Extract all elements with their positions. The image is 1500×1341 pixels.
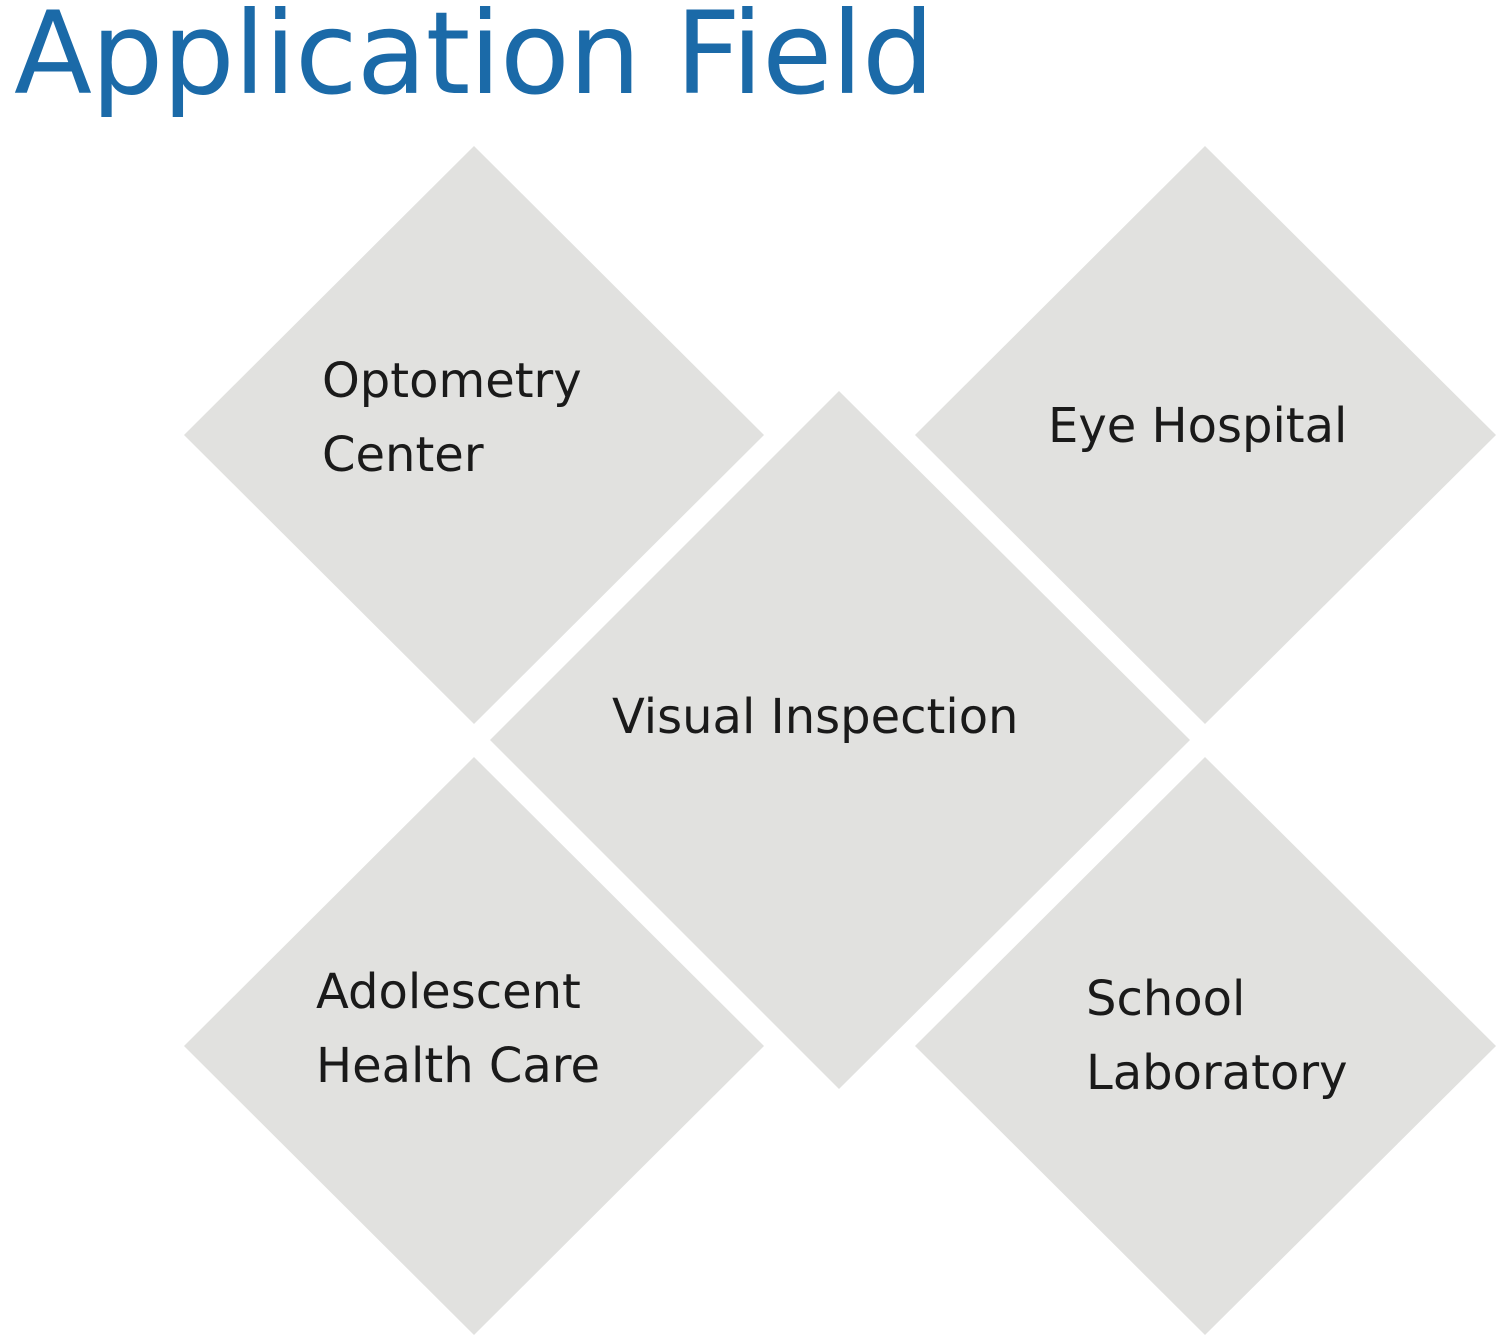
label-line: Center xyxy=(322,427,484,483)
label-line: Adolescent xyxy=(316,964,581,1020)
label-line: Health Care xyxy=(316,1038,601,1094)
tile-school-laboratory xyxy=(915,757,1496,1335)
label-eye-hospital: Eye Hospital xyxy=(1048,389,1347,463)
label-line: Visual Inspection xyxy=(612,689,1019,745)
label-optometry-center: Optometry Center xyxy=(322,344,582,492)
label-school-laboratory: School Laboratory xyxy=(1086,962,1347,1110)
label-line: School xyxy=(1086,971,1246,1027)
tile-visual-inspection xyxy=(490,391,1190,1089)
label-line: Optometry xyxy=(322,353,582,409)
label-adolescent-health-care: Adolescent Health Care xyxy=(316,955,600,1103)
label-line: Laboratory xyxy=(1086,1045,1348,1101)
page-title: Application Field xyxy=(14,0,934,120)
label-line: Eye Hospital xyxy=(1048,398,1348,454)
tile-eye-hospital xyxy=(915,146,1496,724)
tile-optometry-center xyxy=(184,146,764,724)
tile-adolescent-health-care xyxy=(184,757,764,1335)
label-visual-inspection: Visual Inspection xyxy=(612,680,1018,754)
